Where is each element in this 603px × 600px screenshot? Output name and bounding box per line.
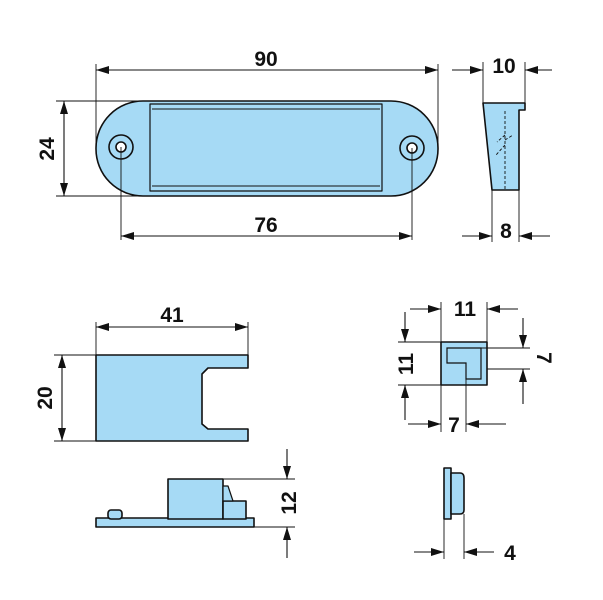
arrowhead [283,466,291,479]
hidden-line [495,144,506,156]
dim-counter-plate-width: 20 [34,386,57,409]
dim-corner-inner-width: 7 [448,414,460,437]
arrowhead [428,420,441,428]
cap-body [450,472,465,515]
arrowhead [283,527,291,540]
side-view: 10 8 [452,55,552,243]
arrowhead [519,232,532,240]
arrowhead [428,305,441,313]
arrowhead [58,355,66,368]
arrowhead [519,369,527,382]
arrowhead [58,428,66,441]
arrowhead [464,548,477,556]
step-lip [222,485,234,502]
arrowhead [96,66,109,74]
arrowhead [235,323,248,331]
dim-corner-outer-width: 11 [454,298,477,321]
arrowhead [399,232,412,240]
dim-hole-spacing: 76 [254,214,277,237]
dim-height: 24 [36,137,59,161]
raised-block [167,478,224,520]
dim-counter-plate-length: 41 [160,304,184,327]
dim-side-bottom-width: 8 [500,220,512,243]
arrowhead [60,101,68,114]
arrowhead [431,548,444,556]
counter-plate-outline [95,354,249,442]
dim-overall-length: 90 [254,48,277,71]
arrowhead [401,385,409,398]
arrowhead [401,329,409,342]
arrowhead [60,183,68,196]
counter-plate-side-view: 12 [95,449,301,558]
hidden-line [504,134,514,141]
arrowhead [425,66,438,74]
arrowhead [519,335,527,348]
arrowhead [487,305,500,313]
top-view: 90 24 76 [36,48,439,240]
dim-cap-width: 4 [504,542,516,565]
arrowhead [479,232,492,240]
dim-corner-inner-height: 7 [532,352,555,364]
dim-side-top-width: 10 [492,55,515,78]
hidden-line [496,134,506,143]
dim-corner-outer-height: 11 [395,353,418,376]
end-cap-view: 4 [414,467,516,565]
arrowhead [525,66,538,74]
screw-head [107,509,123,520]
arrowhead [466,420,479,428]
corner-profile-view: 11 11 7 7 [395,298,555,437]
cap-flange [443,467,452,520]
arrowhead [96,323,109,331]
housing-recess [149,103,383,192]
arrowhead [121,232,134,240]
dim-counter-plate-height: 12 [278,491,301,514]
arrowhead [470,66,483,74]
block-step [222,500,247,520]
counter-plate-view: 41 20 [34,304,249,442]
